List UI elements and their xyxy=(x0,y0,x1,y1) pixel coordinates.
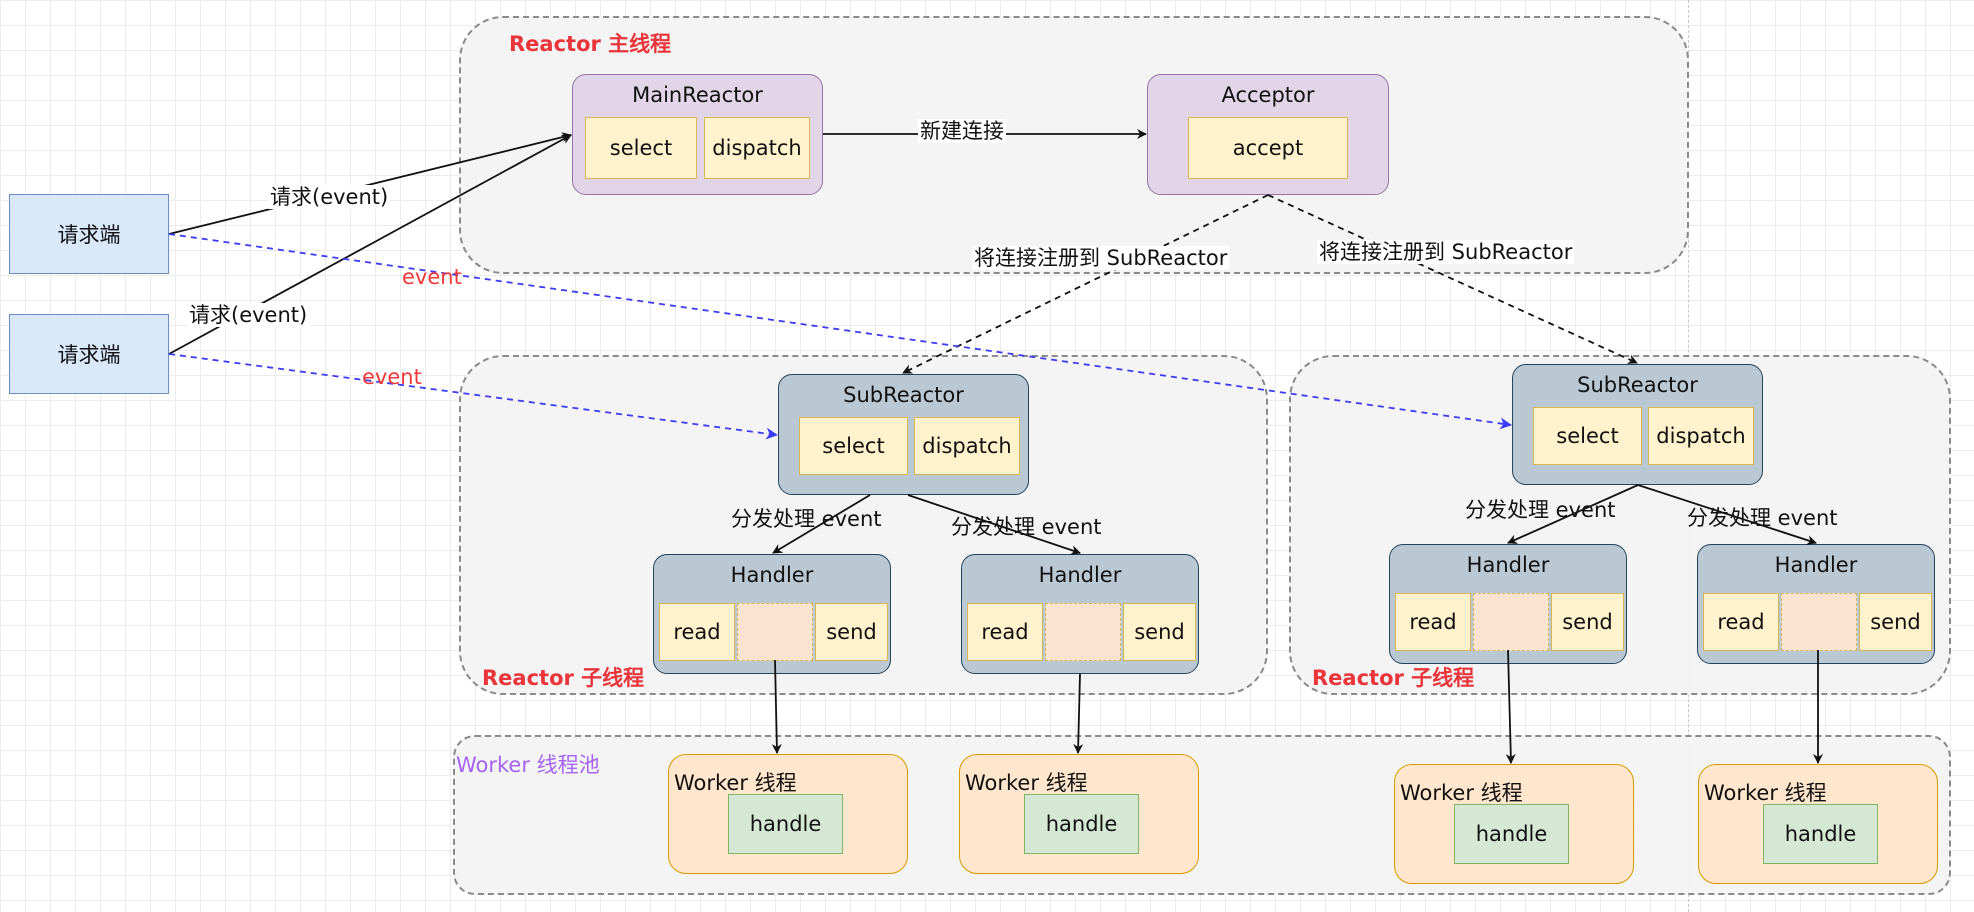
reactor-sub-thread-label-left: Reactor 子线程 xyxy=(482,666,645,690)
send-cell: send xyxy=(815,603,888,661)
dispatch-label-2: 分发处理 event xyxy=(951,515,1102,539)
dispatch-arrow-1 xyxy=(772,494,871,554)
handle-cell: handle xyxy=(1024,794,1139,854)
register-label-left: 将连接注册到 SubReactor xyxy=(972,246,1230,271)
client-node: 请求端 xyxy=(9,194,169,274)
send-cell: send xyxy=(1123,603,1196,661)
sub-reactor-node-left: SubReactor select dispatch xyxy=(778,374,1029,495)
request-label-2: 请求(event) xyxy=(187,303,310,328)
event-label-2: event xyxy=(362,365,422,389)
handler-title: Handler xyxy=(1038,563,1122,587)
worker-pool-label: Worker 线程池 xyxy=(456,753,600,777)
worker-title: Worker 线程 xyxy=(1400,781,1523,805)
handler-title: Handler xyxy=(1466,553,1550,577)
acceptor-node: Acceptor accept xyxy=(1147,74,1389,195)
handle-cell: handle xyxy=(1454,804,1569,864)
acceptor-title: Acceptor xyxy=(1221,83,1315,107)
dispatch-cell: dispatch xyxy=(704,117,810,179)
handler-to-worker-arrow-2 xyxy=(1073,673,1084,754)
select-cell: select xyxy=(799,417,908,475)
handler-node-2: Handler read send xyxy=(961,554,1199,674)
dispatch-cell: dispatch xyxy=(1648,407,1754,465)
empty-cell xyxy=(1473,593,1549,651)
read-cell: read xyxy=(659,603,735,661)
dispatch-cell: dispatch xyxy=(914,417,1020,475)
dispatch-arrow-4 xyxy=(1637,484,1817,545)
dispatch-label-3: 分发处理 event xyxy=(1465,498,1616,522)
event-label-1: event xyxy=(402,265,462,289)
worker-thread-node-3: Worker 线程 handle xyxy=(1394,764,1634,884)
read-cell: read xyxy=(1703,593,1779,651)
handler-to-worker-arrow-3 xyxy=(1505,649,1516,764)
worker-title: Worker 线程 xyxy=(1704,781,1827,805)
event-arrow-1 xyxy=(168,233,1512,430)
worker-title: Worker 线程 xyxy=(674,771,797,795)
handler-title: Handler xyxy=(730,563,814,587)
event-arrow-2 xyxy=(168,353,778,440)
sub-reactor-title: SubReactor xyxy=(1577,373,1698,397)
handle-cell: handle xyxy=(728,794,843,854)
handler-node-3: Handler read send xyxy=(1389,544,1627,664)
sub-reactor-node-right: SubReactor select dispatch xyxy=(1512,364,1763,485)
select-cell: select xyxy=(585,117,697,179)
dispatch-label-4: 分发处理 event xyxy=(1687,506,1838,530)
new-connection-label: 新建连接 xyxy=(918,119,1006,144)
handler-node-1: Handler read send xyxy=(653,554,891,674)
handler-title: Handler xyxy=(1774,553,1858,577)
handler-node-4: Handler read send xyxy=(1697,544,1935,664)
worker-thread-node-2: Worker 线程 handle xyxy=(959,754,1199,874)
request-label-1: 请求(event) xyxy=(268,185,391,210)
sub-reactor-title: SubReactor xyxy=(843,383,964,407)
client-node: 请求端 xyxy=(9,314,169,394)
dispatch-label-1: 分发处理 event xyxy=(731,507,882,531)
worker-thread-node-4: Worker 线程 handle xyxy=(1698,764,1938,884)
request-arrow-1 xyxy=(168,132,572,235)
empty-cell xyxy=(1781,593,1857,651)
read-cell: read xyxy=(1395,593,1471,651)
send-cell: send xyxy=(1551,593,1624,651)
register-label-right: 将连接注册到 SubReactor xyxy=(1317,240,1575,265)
main-reactor-node: MainReactor select dispatch xyxy=(572,74,823,195)
accept-cell: accept xyxy=(1188,117,1348,179)
select-cell: select xyxy=(1533,407,1642,465)
handle-cell: handle xyxy=(1763,804,1878,864)
register-arrow-left xyxy=(902,194,1269,374)
dispatch-arrow-3 xyxy=(1507,484,1639,544)
empty-cell xyxy=(1045,603,1121,661)
main-reactor-title: MainReactor xyxy=(632,83,763,107)
read-cell: read xyxy=(967,603,1043,661)
register-arrow-right xyxy=(1267,194,1638,364)
send-cell: send xyxy=(1859,593,1932,651)
worker-title: Worker 线程 xyxy=(965,771,1088,795)
handler-to-worker-arrow-1 xyxy=(771,659,782,754)
worker-thread-node-1: Worker 线程 handle xyxy=(668,754,908,874)
dispatch-arrow-2 xyxy=(907,494,1081,555)
reactor-sub-thread-label-right: Reactor 子线程 xyxy=(1312,666,1475,690)
reactor-main-thread-label: Reactor 主线程 xyxy=(509,32,672,56)
